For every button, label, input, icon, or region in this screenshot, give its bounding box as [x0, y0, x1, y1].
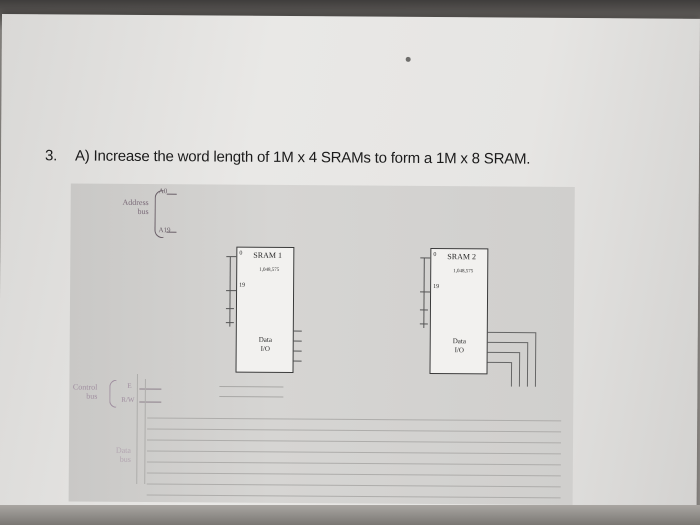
sram-2-title: SRAM 2 [447, 252, 477, 262]
address-pin-a0: A0 [158, 187, 168, 196]
sram-1-data-label: Data [258, 335, 272, 344]
sram-diagram-figure: Address bus A0 A19 SRAM 1 0 19 1,048,575… [68, 183, 575, 505]
address-pin-a19: A19 [158, 226, 171, 235]
sram-2-data-io: Data I/O [453, 337, 466, 355]
data-bus-label: Data bus [95, 446, 131, 464]
sram-1-pin19: 19 [239, 282, 246, 289]
sram-2-size: 1,048,575 [453, 269, 474, 275]
data-bus-label-line2: bus [119, 454, 131, 464]
sram-1-io-label: I/O [260, 344, 270, 353]
sram-1-data-io: Data I/O [259, 336, 272, 354]
address-bus-label: Address bus [109, 197, 149, 217]
sram-1-chip: SRAM 1 0 19 1,048,575 Data I/O [235, 246, 295, 374]
sram-1-pin0: 0 [239, 250, 243, 257]
monitor-bottom-edge [0, 505, 700, 525]
sram-2-data-label: Data [452, 337, 466, 346]
question-heading: 3. A) Increase the word length of 1M x 4 … [45, 147, 605, 168]
control-pin-rw: R/W [121, 395, 135, 404]
sram-1-size: 1,048,575 [259, 267, 280, 273]
screen-area: 3. A) Increase the word length of 1M x 4 … [0, 14, 700, 519]
sram-2-io-label: I/O [454, 346, 464, 355]
sram-2-chip: SRAM 2 0 19 1,048,575 Data I/O [429, 247, 489, 375]
sram-2-pin0: 0 [433, 252, 437, 259]
control-bus-label: Control bus [61, 382, 98, 401]
control-bus-label-line2: bus [86, 391, 98, 401]
mouse-cursor-icon [405, 56, 411, 62]
sram-2-pin19: 19 [433, 284, 440, 291]
control-bus-label-line1: Control [72, 382, 98, 392]
control-pin-e: E [127, 381, 132, 390]
data-bus-label-line1: Data [115, 445, 131, 455]
question-number: 3. [44, 147, 58, 165]
wiring-diagram [136, 193, 562, 499]
sram-1-title: SRAM 1 [253, 250, 283, 260]
address-bus-label-line1: Address [122, 197, 149, 208]
control-bus-brace [109, 379, 117, 408]
question-text: A) Increase the word length of 1M x 4 SR… [74, 147, 531, 168]
address-bus-label-line2: bus [137, 206, 149, 217]
